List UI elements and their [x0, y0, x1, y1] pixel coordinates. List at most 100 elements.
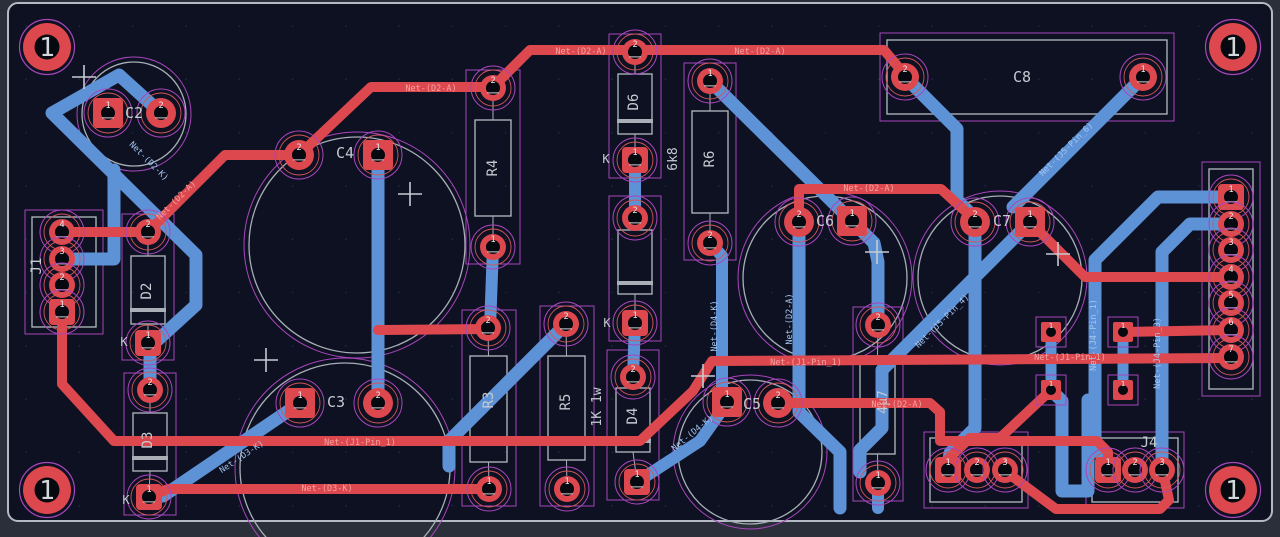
testpoint-courtyard: [1107, 316, 1139, 348]
pad-hole: [628, 211, 642, 225]
capacitor-outline-C2[interactable]: [81, 61, 187, 167]
ref-label-R4: R4: [485, 160, 501, 177]
pad-net-micro-text: [56, 316, 68, 318]
pad-net-micro-text: [704, 247, 716, 249]
pad-net-micro-text: [1137, 81, 1149, 83]
back-copper-trace[interactable]: [853, 215, 1037, 479]
ref-label-C3: C3: [327, 393, 345, 411]
front-copper-trace[interactable]: [1000, 466, 1174, 514]
front-copper-trace[interactable]: [1025, 217, 1236, 282]
pad-outer-ring: [1143, 451, 1181, 489]
cathode-k-label: K: [120, 335, 128, 349]
pad-hole: [626, 370, 640, 384]
resistor-outline-R5[interactable]: [547, 355, 586, 461]
pad-outer-ring: [831, 200, 873, 242]
resistor-outline-R3[interactable]: [469, 355, 508, 463]
pad-outer-ring: [859, 464, 897, 502]
pad-hole: [1224, 296, 1238, 310]
front-copper-trace[interactable]: [57, 150, 304, 237]
back-copper-trace[interactable]: [484, 241, 499, 334]
pad-number: 2: [775, 391, 780, 401]
net-label-front: Net-(D2-A): [843, 184, 894, 194]
pad-number: 1: [632, 148, 637, 158]
pad-number: 1: [634, 470, 639, 480]
pad-hole: [55, 305, 69, 319]
pad-hole: [293, 396, 307, 410]
pad-number: 1: [945, 458, 950, 468]
polarity-plus-mark: [865, 240, 889, 264]
back-copper-trace[interactable]: [792, 215, 847, 515]
pad-outer-ring: [474, 69, 512, 107]
pad-clearance-ring: [470, 224, 516, 270]
pad-number: 3: [1228, 238, 1233, 248]
front-copper-trace[interactable]: [488, 45, 910, 92]
testpoint-courtyard: [1035, 316, 1067, 348]
capacitor-outline-C4[interactable]: [248, 136, 466, 354]
ref-label-J4: J4: [1141, 435, 1158, 451]
pad-number: 2: [632, 40, 637, 50]
pad-number: 1: [1121, 322, 1125, 330]
pad-outer-ring: [986, 451, 1024, 489]
pad-net-micro-text: [1129, 474, 1141, 476]
back-copper-trace[interactable]: [55, 163, 121, 266]
pad-clearance-ring: [774, 197, 824, 247]
pad-hole: [1224, 350, 1238, 364]
resistor-outline-R4[interactable]: [474, 119, 512, 217]
pad-clearance-ring: [612, 137, 658, 183]
pad-number: 1: [707, 69, 712, 79]
pad-clearance-ring: [127, 367, 173, 413]
pad-outer-ring: [87, 92, 129, 134]
pad-hole: [628, 45, 642, 59]
pad-net-micro-text: [872, 487, 884, 489]
front-copper-trace[interactable]: [57, 307, 1236, 446]
cathode-k-label: K: [603, 316, 611, 330]
ref-label-C6: C6: [816, 212, 834, 230]
pad-number: 1: [1049, 322, 1053, 330]
pad-hole: [55, 278, 69, 292]
film-cap-outline-C8[interactable]: [886, 39, 1168, 115]
pad-hole: [845, 214, 859, 228]
pad-hole: [55, 225, 69, 239]
cathode-k-label: K: [122, 493, 130, 507]
pad-outer-ring: [548, 470, 586, 508]
pad-number: 6: [1228, 318, 1233, 328]
pad-hole: [1155, 463, 1169, 477]
pad-clearance-ring: [702, 377, 752, 427]
net-label-front: Net-(J1-Pin_1): [770, 358, 842, 368]
back-copper-trace[interactable]: [156, 396, 307, 503]
pad-clearance-ring: [855, 460, 901, 506]
pad-net-micro-text: [56, 263, 68, 265]
pad-clearance-ring: [353, 130, 403, 180]
pad-hole: [371, 396, 385, 410]
front-copper-trace[interactable]: [1118, 325, 1236, 337]
pad-hole: [898, 70, 912, 84]
pad-number: 2: [563, 312, 568, 322]
pad-net-micro-text: [155, 117, 167, 119]
pad-net-micro-text: [899, 81, 911, 83]
pad-clearance-ring: [83, 88, 133, 138]
pad-outer-ring: [469, 309, 507, 347]
pad-hole: [1136, 70, 1150, 84]
pad-number: 2: [796, 210, 801, 220]
pad-clearance-ring: [1208, 334, 1254, 380]
net-label-back: Net-(D4-K): [710, 300, 720, 351]
diode-outline-D2[interactable]: [130, 255, 166, 325]
pad-number: 2: [902, 65, 907, 75]
mounting-hole-courtyard: [1204, 461, 1262, 519]
pad-clearance-ring: [136, 88, 186, 138]
pad-clearance-ring: [1005, 197, 1055, 247]
front-copper-trace[interactable]: [294, 82, 498, 160]
pad-outer-ring: [279, 382, 321, 424]
ref-label-C7: C7: [993, 212, 1011, 230]
resistor-outline-R6[interactable]: [691, 110, 729, 214]
pad-net-micro-text: [704, 85, 716, 87]
front-copper-trace[interactable]: [373, 324, 493, 335]
pad-hole: [1128, 463, 1142, 477]
pad-net-micro-text: [1225, 361, 1237, 363]
value-label: 6k8: [666, 147, 681, 170]
film-cap-courtyard-C8: [879, 32, 1175, 122]
pad-outer-ring: [129, 324, 167, 362]
pad-number: 1: [375, 143, 380, 153]
value-label: 4µ7: [876, 390, 891, 413]
